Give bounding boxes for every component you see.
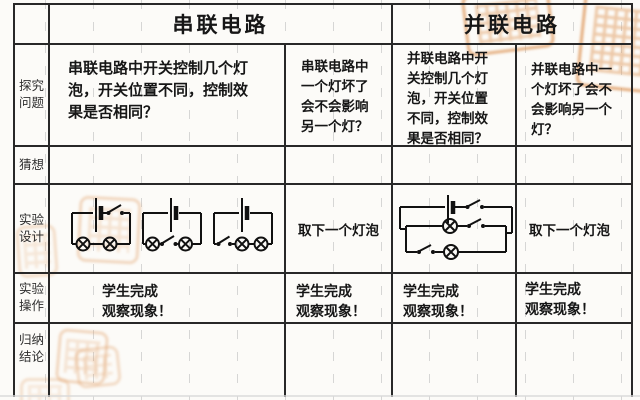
design-parallel-remove-bulb-note: 取下一个灯泡 bbox=[517, 185, 633, 274]
parallel-circuit-title: 并联电路 bbox=[464, 14, 560, 37]
parallel-circuit-diagram bbox=[399, 195, 513, 260]
guess-parallel-bulb-cell bbox=[517, 147, 633, 185]
conclusion-series-switch-cell bbox=[50, 324, 286, 397]
switch-icon bbox=[108, 204, 122, 213]
switch-contacts bbox=[160, 242, 178, 246]
design-series-remove-bulb-note: 取下一个灯泡 bbox=[286, 185, 393, 274]
switch-icon bbox=[218, 235, 231, 244]
row-label-inquiry-question: 探究问题 bbox=[15, 45, 50, 147]
row-label-guess: 猜想 bbox=[15, 147, 50, 185]
conclusion-parallel-switch-cell bbox=[393, 324, 517, 397]
operation-series-bulb-cell: 学生完成 观察现象！ bbox=[286, 274, 393, 324]
design-series-circuits-cell bbox=[50, 185, 286, 274]
scan-fold-line bbox=[381, 0, 382, 400]
scan-fold-line bbox=[141, 0, 142, 400]
lamp-icon bbox=[442, 218, 459, 260]
switch-icon bbox=[469, 218, 482, 226]
lamp-icon bbox=[234, 236, 269, 252]
switch-icon bbox=[161, 235, 175, 244]
battery-icon bbox=[95, 198, 104, 232]
series-circuit-diagram-switch-top bbox=[71, 198, 131, 252]
scan-fold-line bbox=[525, 0, 526, 400]
series-circuit-title: 串联电路 bbox=[172, 14, 269, 37]
design-parallel-circuit-cell bbox=[393, 185, 517, 274]
inquiry-parallel-bulb-question: 并联电路中一个灯坏了会不会影响另一个灯？ bbox=[517, 45, 633, 147]
scan-fold-line bbox=[429, 0, 430, 400]
row-label-experiment-design: 实验设计 bbox=[15, 185, 50, 274]
row-label-experiment-operation: 实验操作 bbox=[15, 274, 50, 324]
inquiry-parallel-switch-question: 并联电路中开关控制几个灯泡，开关位置不同，控制效果是否相同？ bbox=[393, 45, 517, 147]
operation-parallel-switch-cell: 学生完成 观察现象！ bbox=[393, 274, 517, 324]
conclusion-parallel-bulb-cell bbox=[517, 324, 633, 397]
battery-icon bbox=[241, 198, 250, 232]
switch-contacts bbox=[417, 205, 485, 254]
guess-series-bulb-cell bbox=[286, 147, 393, 185]
scan-fold-line bbox=[477, 0, 478, 400]
series-circuit-diagram-switch-left bbox=[213, 198, 273, 252]
scan-fold-line bbox=[189, 0, 190, 400]
scan-fold-line bbox=[573, 0, 574, 400]
circuit-comparison-table: 串联电路 并联电路 探究问题 串联电路中开关控制几个灯泡，开关位置不同，控制效果… bbox=[13, 3, 633, 397]
switch-contacts bbox=[106, 211, 124, 215]
operation-series-switch-cell: 学生完成 观察现象！ bbox=[50, 274, 286, 324]
inquiry-series-switch-question: 串联电路中开关控制几个灯泡，开关位置不同，控制效果是否相同？ bbox=[50, 45, 286, 147]
battery-icon bbox=[170, 198, 179, 232]
scan-fold-line bbox=[237, 0, 238, 400]
series-circuit-diagram-switch-middle bbox=[142, 198, 202, 252]
guess-parallel-switch-cell bbox=[393, 147, 517, 185]
lamp-icon bbox=[145, 236, 193, 252]
scan-bottom-edge bbox=[0, 395, 640, 397]
operation-parallel-bulb-cell: 学生完成 观察现象！ bbox=[517, 274, 633, 324]
header-corner-cell bbox=[15, 5, 50, 45]
scan-fold-line bbox=[45, 0, 46, 400]
inquiry-series-bulb-question: 串联电路中一个灯坏了会不会影响另一个灯？ bbox=[286, 45, 393, 147]
conclusion-series-bulb-cell bbox=[286, 324, 393, 397]
scan-fold-line bbox=[333, 0, 334, 400]
header-series-circuit: 串联电路 bbox=[50, 5, 393, 45]
guess-series-switch-cell bbox=[50, 147, 286, 185]
lamp-icon bbox=[75, 236, 118, 252]
switch-contacts bbox=[216, 242, 232, 246]
switch-icon bbox=[419, 244, 432, 252]
header-parallel-circuit: 并联电路 bbox=[393, 5, 633, 45]
switch-icon bbox=[468, 199, 481, 207]
scan-fold-line bbox=[621, 0, 622, 400]
row-label-conclusion: 归纳结论 bbox=[15, 324, 50, 397]
